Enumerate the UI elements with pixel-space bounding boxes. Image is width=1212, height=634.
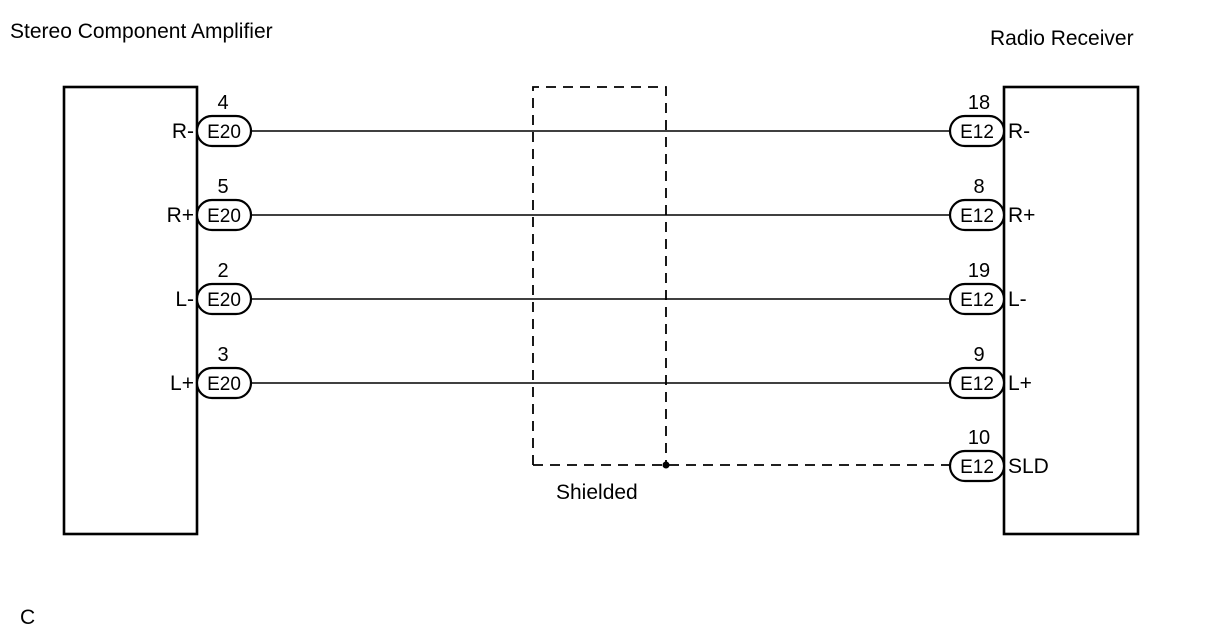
left-connector-shape (195, 366, 253, 400)
right-pin-number: 8 (973, 176, 984, 198)
right-component-title: Radio Receiver (990, 27, 1134, 50)
right-connector-shape (948, 114, 1006, 148)
left-pin-number: 3 (217, 344, 228, 366)
right-signal-label: R+ (1008, 204, 1035, 227)
left-signal-label: R- (172, 120, 194, 143)
right-connector-label: E12 (960, 374, 994, 395)
left-terminal-1: E20 5R+ (167, 176, 253, 232)
right-signal-label: SLD (1008, 455, 1049, 478)
left-connector-shape (195, 198, 253, 232)
right-connector-label: E12 (960, 122, 994, 143)
shield-junction-dot (662, 461, 670, 469)
left-component-title: Stereo Component Amplifier (10, 20, 273, 43)
right-connector-label: E12 (960, 457, 994, 478)
left-pin-number: 4 (217, 92, 228, 114)
diagram-code: C (20, 606, 35, 629)
shield-enclosure (532, 86, 667, 465)
right-pin-number: 18 (968, 92, 990, 114)
left-connector-label: E20 (207, 374, 241, 395)
left-signal-label: L- (175, 288, 194, 311)
left-connector-label: E20 (207, 206, 241, 227)
left-terminals: E20 4R- E20 5R+ E20 2L- E20 3L+ (167, 92, 253, 400)
left-terminal-2: E20 2L- (175, 260, 253, 316)
left-terminal-3: E20 3L+ (170, 344, 253, 400)
right-connector-shape (948, 198, 1006, 232)
right-connector-shape (948, 366, 1006, 400)
right-pin-number: 19 (968, 260, 990, 282)
right-pin-number: 9 (973, 344, 984, 366)
left-connector-shape (195, 282, 253, 316)
right-terminal-3: E12 9L+ (948, 344, 1032, 400)
left-connector-shape (195, 114, 253, 148)
right-terminal-1: E12 8R+ (948, 176, 1035, 232)
right-signal-label: L- (1008, 288, 1027, 311)
shielded-label: Shielded (556, 481, 638, 504)
right-connector-label: E12 (960, 206, 994, 227)
right-signal-label: R- (1008, 120, 1030, 143)
stereo-component-amplifier-box (62, 85, 199, 536)
right-terminal-2: E12 19L- (948, 260, 1027, 316)
left-pin-number: 2 (217, 260, 228, 282)
left-pin-number: 5 (217, 176, 228, 198)
right-connector-shape (948, 449, 1006, 483)
right-pin-number: 10 (968, 427, 990, 449)
left-signal-label: L+ (170, 372, 194, 395)
radio-receiver-box (1002, 85, 1140, 536)
right-signal-label: L+ (1008, 372, 1032, 395)
left-connector-label: E20 (207, 122, 241, 143)
right-connector-label: E12 (960, 290, 994, 311)
signal-wires (251, 130, 950, 384)
right-terminal-0: E12 18R- (948, 92, 1030, 148)
right-connector-shape (948, 282, 1006, 316)
left-signal-label: R+ (167, 204, 194, 227)
left-terminal-0: E20 4R- (172, 92, 253, 148)
left-connector-label: E20 (207, 290, 241, 311)
